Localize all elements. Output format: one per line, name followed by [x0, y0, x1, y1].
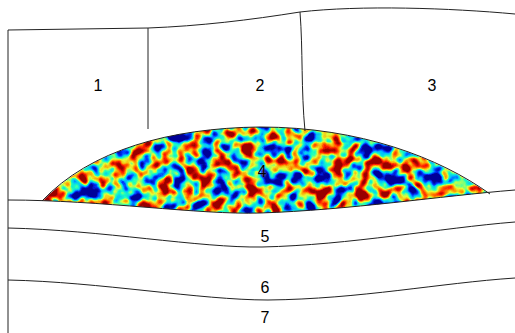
callout-number: 4: [258, 163, 267, 181]
region-label: 7: [258, 308, 273, 328]
lens-region: [30, 120, 510, 220]
band-boundary: [8, 278, 515, 300]
band-boundary: [8, 190, 515, 213]
lens-outline: [42, 127, 490, 201]
region-divider: [300, 12, 305, 131]
region-divider: [148, 28, 149, 129]
callout-number: 5: [261, 228, 270, 246]
region-label: 6: [258, 278, 273, 298]
callout-number: 7: [261, 309, 270, 327]
region-label: 3: [425, 76, 440, 96]
outlines: [8, 8, 515, 333]
region-label: 1: [91, 76, 106, 96]
callout-number: 1: [94, 77, 103, 95]
region-label: 5: [258, 227, 273, 247]
callout-number: 3: [428, 77, 437, 95]
band-boundary: [8, 222, 515, 247]
region-label: 4: [255, 162, 270, 182]
region-label: 2: [253, 76, 268, 96]
noise-texture: [30, 120, 510, 220]
callout-number: 6: [261, 279, 270, 297]
left-boundary: [8, 30, 9, 333]
top-boundary: [8, 8, 515, 30]
callout-number: 2: [256, 77, 265, 95]
